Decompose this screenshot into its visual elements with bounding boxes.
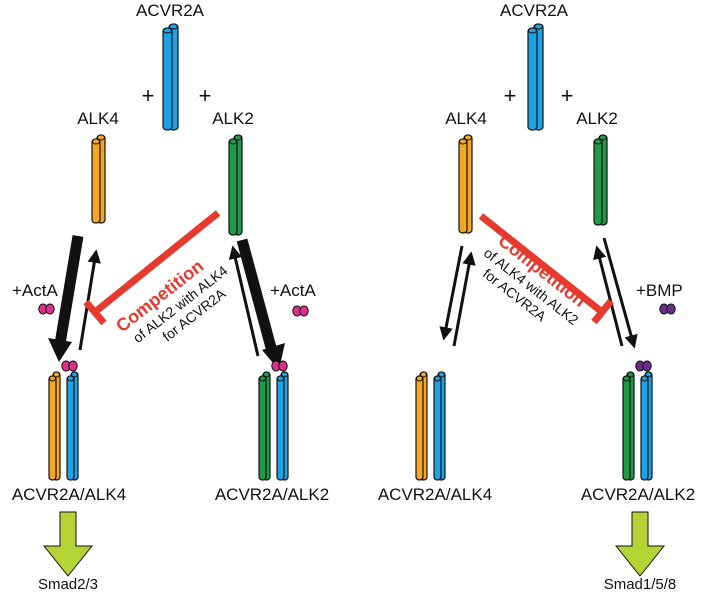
assembly-arrow — [602, 237, 638, 349]
receptor-helix — [276, 375, 285, 481]
arrow-head — [48, 338, 72, 362]
acvr2a-alk4-complex — [48, 360, 79, 481]
receptor-helix-cap — [599, 134, 607, 141]
receptor-helix — [458, 138, 468, 234]
receptor-helix-cap — [464, 134, 472, 141]
receptor-helix — [622, 375, 631, 481]
complex-label: ACVR2A/ALK2 — [215, 485, 329, 504]
alk2-receptor — [593, 134, 608, 226]
alk4-label: ALK4 — [77, 109, 119, 128]
smad-output-label: Smad2/3 — [38, 576, 98, 593]
receptor-helix-cap — [438, 371, 445, 378]
receptor-helix — [593, 138, 603, 226]
receptor-helix-cap — [645, 371, 652, 378]
receptor-helix-cap — [277, 375, 284, 382]
receptor-helix — [433, 375, 442, 481]
receptor-helix-cap — [53, 371, 60, 378]
receptor-helix-cap — [420, 371, 427, 378]
plus-sign: + — [142, 83, 155, 108]
right-panel: ACVR2A + + ALK4 ALK2 Competition of ALK4… — [378, 1, 695, 593]
plus-sign: + — [504, 83, 517, 108]
alk4-receptor — [91, 134, 106, 224]
acvr2a-alk4-complex — [415, 371, 446, 481]
top-receptor-label: ACVR2A — [136, 1, 205, 20]
receptor-helix-cap — [163, 27, 172, 34]
ligand-subunit — [45, 303, 55, 315]
receptor-helix-cap — [459, 138, 467, 145]
ligand-subunit — [68, 360, 78, 372]
receptor-helix-cap — [627, 371, 634, 378]
receptor-helix-cap — [92, 138, 100, 145]
left-panel: ACVR2A + + ALK4 ALK2 Competition of ALK2… — [12, 1, 329, 593]
receptor-helix-cap — [71, 371, 78, 378]
receptor-helix-cap — [641, 375, 648, 382]
receptor-helix-cap — [416, 375, 423, 382]
activin-ligand-icon — [292, 305, 309, 317]
complex-label: ACVR2A/ALK4 — [378, 485, 492, 504]
smad-output-label: Smad1/5/8 — [604, 576, 677, 593]
receptor-helix — [91, 138, 101, 224]
ligand-label: +ActA — [12, 281, 58, 300]
receptor-helix — [415, 375, 424, 481]
ligand-subunit — [299, 305, 309, 317]
inhibition-bar — [591, 298, 614, 325]
acvr2a-alk2-complex — [622, 360, 653, 481]
signaling-output-arrow — [42, 511, 94, 577]
receptor-helix — [527, 27, 538, 131]
receptor-helix-cap — [97, 134, 105, 141]
top-receptor-label: ACVR2A — [500, 1, 569, 20]
inhibition-line — [92, 210, 221, 315]
alk2-receptor — [228, 134, 243, 236]
receptor-helix-cap — [234, 134, 242, 141]
competition-annotation: Competition of ALK4 with ALK2 for ACVR2A — [480, 230, 590, 328]
receptor-helix-cap — [534, 23, 543, 30]
receptor-helix-cap — [49, 375, 56, 382]
receptor-helix-cap — [623, 375, 630, 382]
inhibition-bar — [83, 299, 107, 326]
assembly-arrow-strong — [54, 235, 84, 345]
receptor-helix-cap — [528, 27, 537, 34]
receptor-helix — [66, 375, 75, 481]
assembly-arrow — [439, 245, 464, 341]
bmp-ligand-icon — [659, 303, 676, 315]
ligand-subunit — [666, 303, 676, 315]
receptor-helix-cap — [263, 371, 270, 378]
receptor-helix — [228, 138, 238, 236]
receptor-helix-cap — [594, 138, 602, 145]
receptor-helix — [640, 375, 649, 481]
receptor-helix-cap — [281, 371, 288, 378]
alk2-label: ALK2 — [576, 109, 618, 128]
receptor-helix — [162, 27, 173, 131]
alk4-receptor — [458, 134, 473, 234]
ligand-label: +BMP — [636, 281, 683, 300]
complex-label: ACVR2A/ALK4 — [12, 485, 126, 504]
acvr2a-alk2-complex — [258, 360, 289, 481]
receptor-helix-cap — [229, 138, 237, 145]
plus-sign: + — [199, 83, 212, 108]
receptor-helix — [48, 375, 57, 481]
ligand-label: +ActA — [270, 281, 316, 300]
receptor-helix — [258, 375, 267, 481]
ligand-subunit — [278, 360, 288, 372]
complex-label: ACVR2A/ALK2 — [581, 485, 695, 504]
alk2-label: ALK2 — [212, 109, 254, 128]
receptor-helix-cap — [434, 375, 441, 382]
receptor-helix-cap — [169, 23, 178, 30]
assembly-arrow-strong — [236, 238, 279, 357]
dissociation-arrow — [228, 245, 260, 357]
competition-annotation: Competition of ALK2 with ALK4 for ACVR2A — [112, 256, 230, 346]
acvr2a-receptor — [162, 23, 179, 131]
signaling-output-arrow — [614, 511, 666, 577]
acvr2a-receptor — [527, 23, 544, 131]
dissociation-arrow — [452, 251, 476, 347]
alk4-label: ALK4 — [445, 109, 487, 128]
receptor-helix-cap — [67, 375, 74, 382]
activin-ligand-icon — [38, 303, 55, 315]
inhibition-line — [478, 213, 605, 315]
plus-sign: + — [561, 83, 574, 108]
receptor-helix-cap — [259, 375, 266, 382]
ligand-subunit — [642, 360, 652, 372]
dissociation-arrow — [593, 245, 624, 347]
